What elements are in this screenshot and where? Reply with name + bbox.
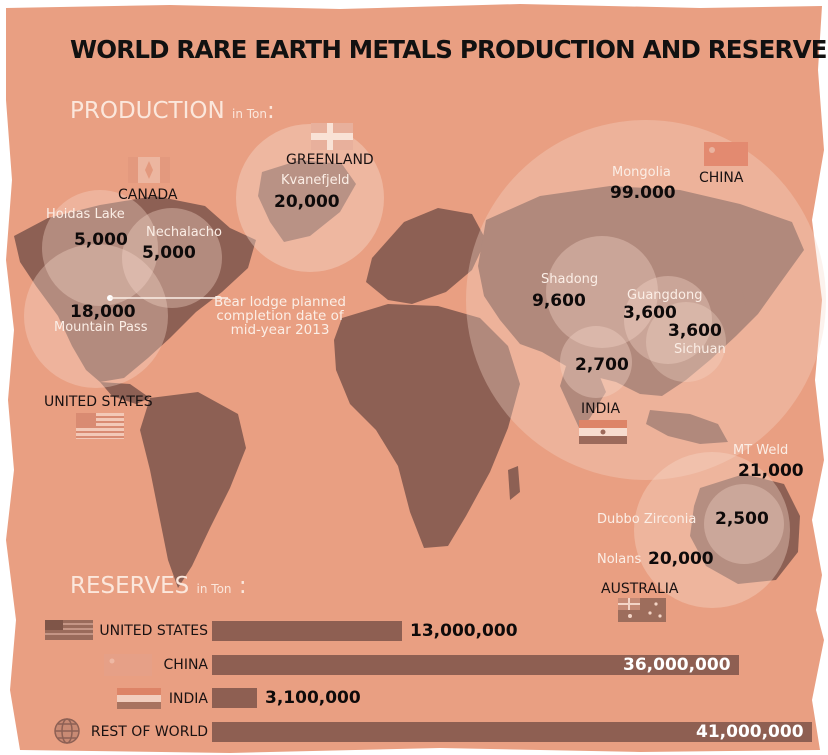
flag-australia	[618, 598, 666, 622]
bubble-australia	[634, 452, 790, 608]
site-value-guangdong: 3,600	[623, 303, 677, 323]
site-value-dubbo-zirconia: 2,500	[715, 509, 769, 529]
japan	[742, 262, 762, 306]
bear-lodge-note: Bear lodge planned completion date of mi…	[213, 294, 346, 338]
bar-united-states	[212, 621, 402, 641]
bubble-greenland	[236, 124, 384, 272]
africa	[334, 304, 520, 548]
india	[560, 366, 606, 430]
flag-china	[704, 142, 748, 166]
bubble-china	[466, 120, 826, 480]
reserves-bars	[212, 621, 812, 742]
site-value-sichuan: 3,600	[668, 321, 722, 341]
production-heading-unit: in Ton	[232, 107, 268, 121]
bubble-canada-nechalacho	[122, 208, 222, 308]
flag-us-reserves	[45, 620, 93, 640]
site-value-india: 2,700	[575, 355, 629, 375]
bubble-shadong	[546, 236, 658, 348]
reserves-label-rest-of-world: REST OF WORLD	[90, 724, 208, 740]
flag-canada	[128, 157, 170, 183]
country-label-united-states: UNITED STATES	[44, 394, 153, 410]
southeast-asia	[646, 410, 728, 444]
site-name-hoidas-lake: Hoidas Lake	[46, 207, 125, 222]
country-label-india: INDIA	[581, 401, 621, 417]
country-label-canada: CANADA	[118, 187, 178, 203]
reserves-label-united-states: UNITED STATES	[99, 623, 208, 639]
flag-china-reserves	[104, 654, 152, 676]
site-name-nechalacho: Nechalacho	[146, 225, 222, 240]
bar-rest-of-world	[212, 722, 812, 742]
site-value-hoidas-lake: 5,000	[74, 230, 128, 250]
bubble-united-states	[24, 244, 168, 388]
reserves-heading-main: RESERVES	[70, 573, 190, 599]
bubble-india	[560, 326, 632, 398]
site-value-nolans: 20,000	[648, 549, 714, 569]
production-heading: PRODUCTION in Ton:	[70, 100, 275, 123]
world-map	[14, 160, 804, 588]
bubble-dubbo	[704, 484, 784, 564]
reserves-heading: RESERVES in Ton :	[70, 575, 247, 598]
site-name-mountain-pass: Mountain Pass	[54, 320, 148, 335]
madagascar	[508, 466, 520, 500]
greenland	[258, 160, 356, 242]
reserves-label-india: INDIA	[168, 691, 208, 707]
flag-india-reserves	[117, 688, 161, 709]
page-title: WORLD RARE EARTH METALS PRODUCTION AND R…	[70, 35, 828, 64]
country-label-greenland: GREENLAND	[286, 152, 374, 168]
bubble-sichuan	[646, 302, 726, 382]
site-name-mongolia: Mongolia	[612, 165, 671, 180]
site-name-mt-weld: MT Weld	[733, 443, 789, 458]
country-label-australia: AUSTRALIA	[601, 581, 679, 597]
asia	[478, 186, 804, 396]
site-value-mongolia: 99.000	[610, 183, 676, 203]
flag-india	[579, 420, 627, 444]
bubble-canada-hoidas	[42, 190, 158, 306]
reserves-heading-colon: :	[238, 573, 247, 599]
reserves-value-india: 3,100,000	[265, 688, 361, 708]
site-value-kvanefjeld: 20,000	[274, 192, 340, 212]
central-america	[100, 382, 150, 404]
reserves-value-united-states: 13,000,000	[410, 621, 518, 641]
site-value-shadong: 9,600	[532, 291, 586, 311]
bear-lodge-pointer	[107, 295, 228, 301]
site-value-mt-weld: 21,000	[738, 461, 804, 481]
north-america	[14, 196, 256, 382]
production-bubbles	[24, 120, 826, 608]
reserves-label-china: CHINA	[163, 657, 208, 673]
site-name-sichuan: Sichuan	[674, 342, 726, 357]
production-heading-main: PRODUCTION	[70, 98, 225, 124]
flag-united-states	[76, 413, 124, 439]
site-name-guangdong: Guangdong	[627, 288, 703, 303]
south-america	[140, 392, 246, 588]
bar-china	[212, 655, 739, 675]
country-label-china: CHINA	[699, 170, 744, 186]
reserves-value-china: 36,000,000	[623, 655, 731, 675]
site-value-mountain-pass: 18,000	[70, 302, 136, 322]
reserves-value-rest-of-world: 41,000,000	[696, 722, 804, 742]
production-heading-colon: :	[267, 98, 275, 124]
globe-icon	[54, 718, 80, 744]
flag-greenland	[311, 123, 353, 150]
europe	[366, 208, 486, 304]
site-name-shadong: Shadong	[541, 272, 599, 287]
site-name-nolans: Nolans	[597, 552, 642, 567]
reserves-heading-unit: in Ton	[196, 582, 232, 596]
bubble-guangdong	[624, 276, 712, 364]
site-name-dubbo-zirconia: Dubbo Zirconia	[597, 512, 697, 527]
site-name-kvanefjeld: Kvanefjeld	[281, 173, 350, 188]
site-value-nechalacho: 5,000	[142, 243, 196, 263]
bar-india	[212, 688, 257, 708]
australia	[690, 474, 800, 584]
